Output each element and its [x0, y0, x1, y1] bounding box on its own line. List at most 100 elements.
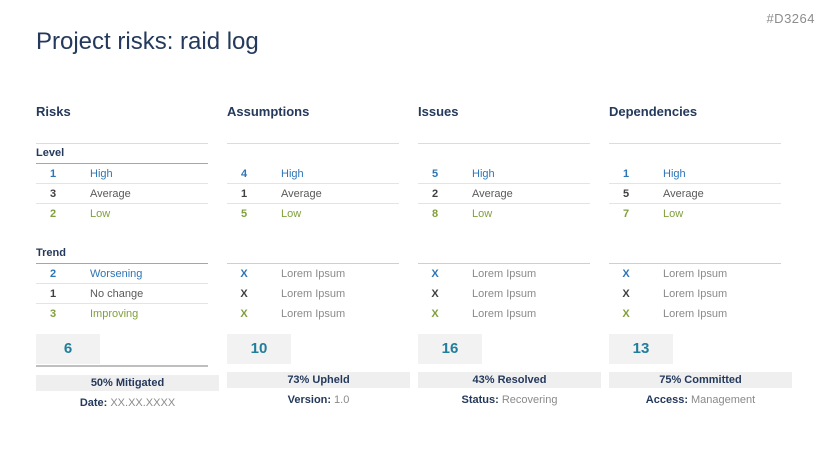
trend-x-mark: X: [622, 267, 630, 280]
trend-no-change-count: 1: [49, 287, 57, 300]
trend-row-label: Lorem Ipsum: [281, 267, 346, 280]
trend-worsening-count: 2: [49, 267, 57, 280]
summary-bar: 75% Committed: [609, 372, 792, 388]
footer: Access:Management: [609, 394, 792, 406]
total-wrap: 6: [36, 334, 208, 367]
column-table: Level 1 High 3 Average 2 Low: [36, 143, 208, 367]
trend-worsening-label: Worsening: [90, 267, 143, 280]
trend-x-mark: X: [431, 287, 439, 300]
level-row-low: 5 Low: [227, 204, 399, 224]
trend-no-change-label: No change: [90, 287, 144, 300]
footer-value: Management: [690, 394, 756, 406]
trend-row: X Lorem Ipsum: [418, 304, 590, 324]
level-high-label: High: [472, 167, 495, 180]
level-low-count: 2: [49, 207, 57, 220]
level-average-label: Average: [472, 187, 513, 200]
trend-row: X Lorem Ipsum: [227, 284, 399, 304]
level-high-label: High: [90, 167, 113, 180]
trend-row-label: Lorem Ipsum: [472, 287, 537, 300]
section-gap: [418, 224, 590, 244]
level-low-label: Low: [472, 207, 493, 220]
column-header: Issues: [418, 104, 459, 119]
level-average-count: 2: [431, 187, 439, 200]
trend-x-mark: X: [240, 307, 248, 320]
level-high-count: 5: [431, 167, 439, 180]
level-row-high: 5 High: [418, 164, 590, 184]
section-label-trend: [227, 244, 399, 264]
footer-label: Access:: [645, 394, 688, 406]
level-row-average: 5 Average: [609, 184, 781, 204]
trend-row-no-change: 1 No change: [36, 284, 208, 304]
trend-row: X Lorem Ipsum: [227, 264, 399, 284]
level-section: 1 High 5 Average 7 Low: [609, 164, 781, 224]
footer: Version:1.0: [227, 394, 410, 406]
total-wrap: 10: [227, 334, 399, 364]
section-label-trend: [418, 244, 590, 264]
level-low-label: Low: [663, 207, 684, 220]
section-gap: [227, 224, 399, 244]
level-row-average: 1 Average: [227, 184, 399, 204]
level-average-label: Average: [663, 187, 704, 200]
level-low-label: Low: [281, 207, 302, 220]
footer: Status:Recovering: [418, 394, 601, 406]
trend-x-mark: X: [240, 287, 248, 300]
trend-row-label: Lorem Ipsum: [281, 307, 346, 320]
level-average-count: 1: [240, 187, 248, 200]
column-table: 4 High 1 Average 5 Low X: [227, 143, 399, 364]
column-header: Risks: [36, 104, 71, 119]
level-average-count: 5: [622, 187, 630, 200]
level-row-low: 7 Low: [609, 204, 781, 224]
column-issues: Issues 5 High 2 Average 8 Low: [418, 104, 601, 409]
trend-x-mark: X: [622, 307, 630, 320]
total-wrap: 16: [418, 334, 590, 364]
level-row-low: 2 Low: [36, 204, 208, 224]
trend-row-label: Lorem Ipsum: [663, 287, 728, 300]
section-label-level: [227, 144, 399, 164]
trend-x-mark: X: [240, 267, 248, 280]
trend-row: X Lorem Ipsum: [227, 304, 399, 324]
level-high-count: 1: [622, 167, 630, 180]
trend-row-label: Lorem Ipsum: [663, 307, 728, 320]
trend-row: X Lorem Ipsum: [609, 264, 781, 284]
total-count: 16: [418, 334, 482, 364]
summary-bar: 43% Resolved: [418, 372, 601, 388]
trend-x-mark: X: [622, 287, 630, 300]
trend-row-label: Lorem Ipsum: [663, 267, 728, 280]
level-row-average: 2 Average: [418, 184, 590, 204]
footer-value: Recovering: [501, 394, 558, 406]
level-row-average: 3 Average: [36, 184, 208, 204]
trend-row-worsening: 2 Worsening: [36, 264, 208, 284]
level-row-high: 1 High: [609, 164, 781, 184]
trend-row: X Lorem Ipsum: [418, 284, 590, 304]
trend-x-mark: X: [431, 267, 439, 280]
trend-row: X Lorem Ipsum: [609, 304, 781, 324]
level-high-label: High: [281, 167, 304, 180]
total-count: 6: [36, 334, 100, 364]
trend-row-label: Lorem Ipsum: [472, 307, 537, 320]
level-row-low: 8 Low: [418, 204, 590, 224]
page-title: Project risks: raid log: [36, 28, 259, 55]
total-count: 13: [609, 334, 673, 364]
section-label-level: [609, 144, 781, 164]
level-high-count: 4: [240, 167, 248, 180]
section-label-trend: Trend: [36, 244, 208, 264]
section-label-level: [418, 144, 590, 164]
level-high-label: High: [663, 167, 686, 180]
section-gap: [609, 224, 781, 244]
level-average-label: Average: [90, 187, 131, 200]
summary-bar: 50% Mitigated: [36, 375, 219, 391]
slide-id-tag: #D3264: [766, 11, 815, 26]
trend-row: X Lorem Ipsum: [609, 284, 781, 304]
trend-row: X Lorem Ipsum: [418, 264, 590, 284]
column-table: 5 High 2 Average 8 Low X: [418, 143, 590, 364]
column-header: Assumptions: [227, 104, 310, 119]
footer-value: XX.XX.XXXX: [110, 397, 176, 409]
level-section: 5 High 2 Average 8 Low: [418, 164, 590, 224]
trend-row-label: Lorem Ipsum: [281, 287, 346, 300]
level-row-high: 1 High: [36, 164, 208, 184]
column-dependencies: Dependencies 1 High 5 Average 7 Low: [609, 104, 792, 409]
column-header: Dependencies: [609, 104, 698, 119]
trend-row-improving: 3 Improving: [36, 304, 208, 324]
footer-value: 1.0: [334, 394, 350, 406]
total-count: 10: [227, 334, 291, 364]
